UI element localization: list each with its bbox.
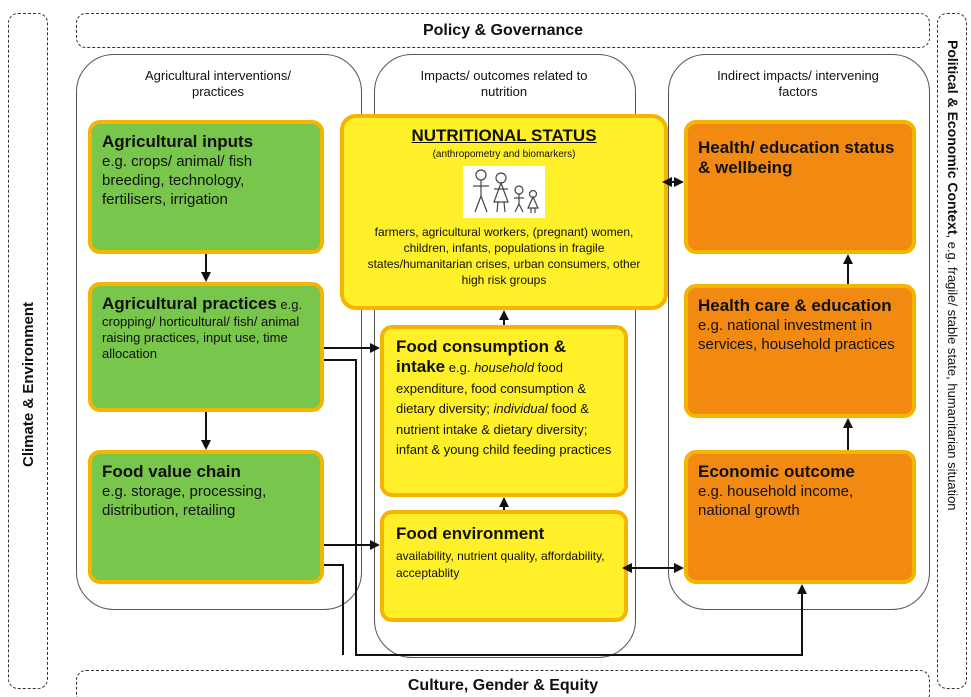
food-value-chain-box: Food value chain e.g. storage, processin…: [88, 450, 324, 584]
economic-outcome-body: e.g. household income, national growth: [698, 483, 854, 519]
health-education-status-title: Health/ education status & wellbeing: [698, 138, 895, 177]
column-agricultural-title: Agricultural interventions/ practices: [145, 68, 291, 99]
agricultural-inputs-body: e.g. crops/ animal/ fish breeding, techn…: [102, 153, 253, 208]
health-care-education-body: e.g. national investment in services, ho…: [698, 317, 895, 353]
arrow-valuechain-to-bottom: [324, 564, 344, 655]
food-consumption-title: Food consumption & intake e.g. household…: [396, 337, 612, 457]
family-icon: [473, 169, 539, 213]
column-agricultural: [76, 54, 362, 610]
food-value-chain-title: Food value chain: [102, 462, 241, 481]
agricultural-inputs-box: Agricultural inputs e.g. crops/ animal/ …: [88, 120, 324, 254]
culture-gender-equity-label: Culture, Gender & Equity: [407, 677, 599, 694]
food-consumption-body-2: food & nutrient intake & dietary diversi…: [396, 401, 612, 457]
food-value-chain-body: e.g. storage, processing, distribution, …: [102, 483, 267, 519]
column-nutrition: [374, 54, 636, 658]
food-consumption-body-1: food expenditure, food consumption & die…: [396, 360, 587, 416]
health-care-education-title: Health care & education: [698, 296, 892, 315]
column-indirect: [668, 54, 930, 610]
food-environment-title: Food environment: [396, 524, 545, 543]
arrow-practices-to-economic: [324, 359, 807, 656]
health-care-education-text: Health care & education e.g. national in…: [698, 296, 902, 354]
policy-governance-label: Policy & Governance: [422, 21, 584, 39]
food-consumption-individual: individual: [493, 401, 548, 416]
economic-outcome-title: Economic outcome: [698, 462, 855, 481]
health-care-education-box: Health care & education e.g. national in…: [684, 284, 916, 418]
agricultural-inputs-title: Agricultural inputs: [102, 132, 254, 151]
food-consumption-box: Food consumption & intake e.g. household…: [380, 325, 628, 497]
family-illustration: [463, 166, 545, 218]
climate-environment-banner: [8, 13, 48, 689]
agricultural-practices-title: Agricultural practices: [102, 294, 277, 313]
food-environment-box: Food environment availability, nutrient …: [380, 510, 628, 622]
food-environment-body: availability, nutrient quality, affordab…: [396, 549, 605, 580]
economic-outcome-box: Economic outcome e.g. household income, …: [684, 450, 916, 584]
food-consumption-household: household: [474, 360, 535, 375]
agricultural-practices-box: Agricultural practices e.g. cropping/ ho…: [88, 282, 324, 412]
column-indirect-title: Indirect impacts/ intervening factors: [717, 68, 879, 99]
column-nutrition-title: Impacts/ outcomes related to nutrition: [420, 68, 588, 99]
agricultural-practices-body: e.g. cropping/ horticultural/ fish/ anim…: [102, 297, 303, 361]
culture-gender-equity-banner: Culture, Gender & Equity: [76, 670, 930, 697]
policy-governance-banner: Policy & Governance: [76, 13, 930, 48]
political-economic-banner: [937, 13, 967, 689]
nutritional-status-body: farmers, agricultural workers, (pregnant…: [367, 225, 641, 287]
health-education-status-box: Health/ education status & wellbeing: [684, 120, 916, 254]
nutritional-status-subtitle: (anthropometry and biomarkers): [432, 149, 576, 160]
nutritional-status-title: NUTRITIONAL STATUS: [411, 126, 597, 145]
nutritional-status-box: NUTRITIONAL STATUS (anthropometry and bi…: [340, 114, 668, 310]
food-consumption-eg: e.g.: [445, 360, 475, 375]
agricultural-practices-text: Agricultural practices e.g. cropping/ ho…: [102, 294, 310, 362]
